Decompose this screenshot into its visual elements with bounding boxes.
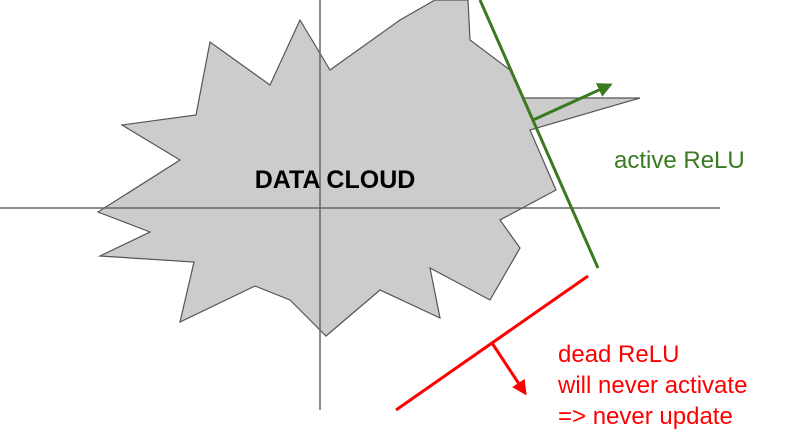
data-cloud-shape bbox=[96, 0, 641, 337]
active-relu-boundary bbox=[478, 0, 600, 269]
dead-relu-line-2: will never activate bbox=[557, 372, 747, 399]
active-relu-arrow bbox=[532, 83, 613, 122]
data-cloud-label: DATA CLOUD bbox=[255, 166, 416, 194]
dead-relu-line-3: => never update bbox=[558, 403, 733, 430]
active-relu-label: active ReLU bbox=[614, 147, 745, 174]
dead-relu-label: dead ReLU will never activate => never u… bbox=[557, 341, 754, 430]
dead-relu-arrow bbox=[490, 342, 527, 396]
dead-relu-line-1: dead ReLU bbox=[558, 341, 679, 368]
